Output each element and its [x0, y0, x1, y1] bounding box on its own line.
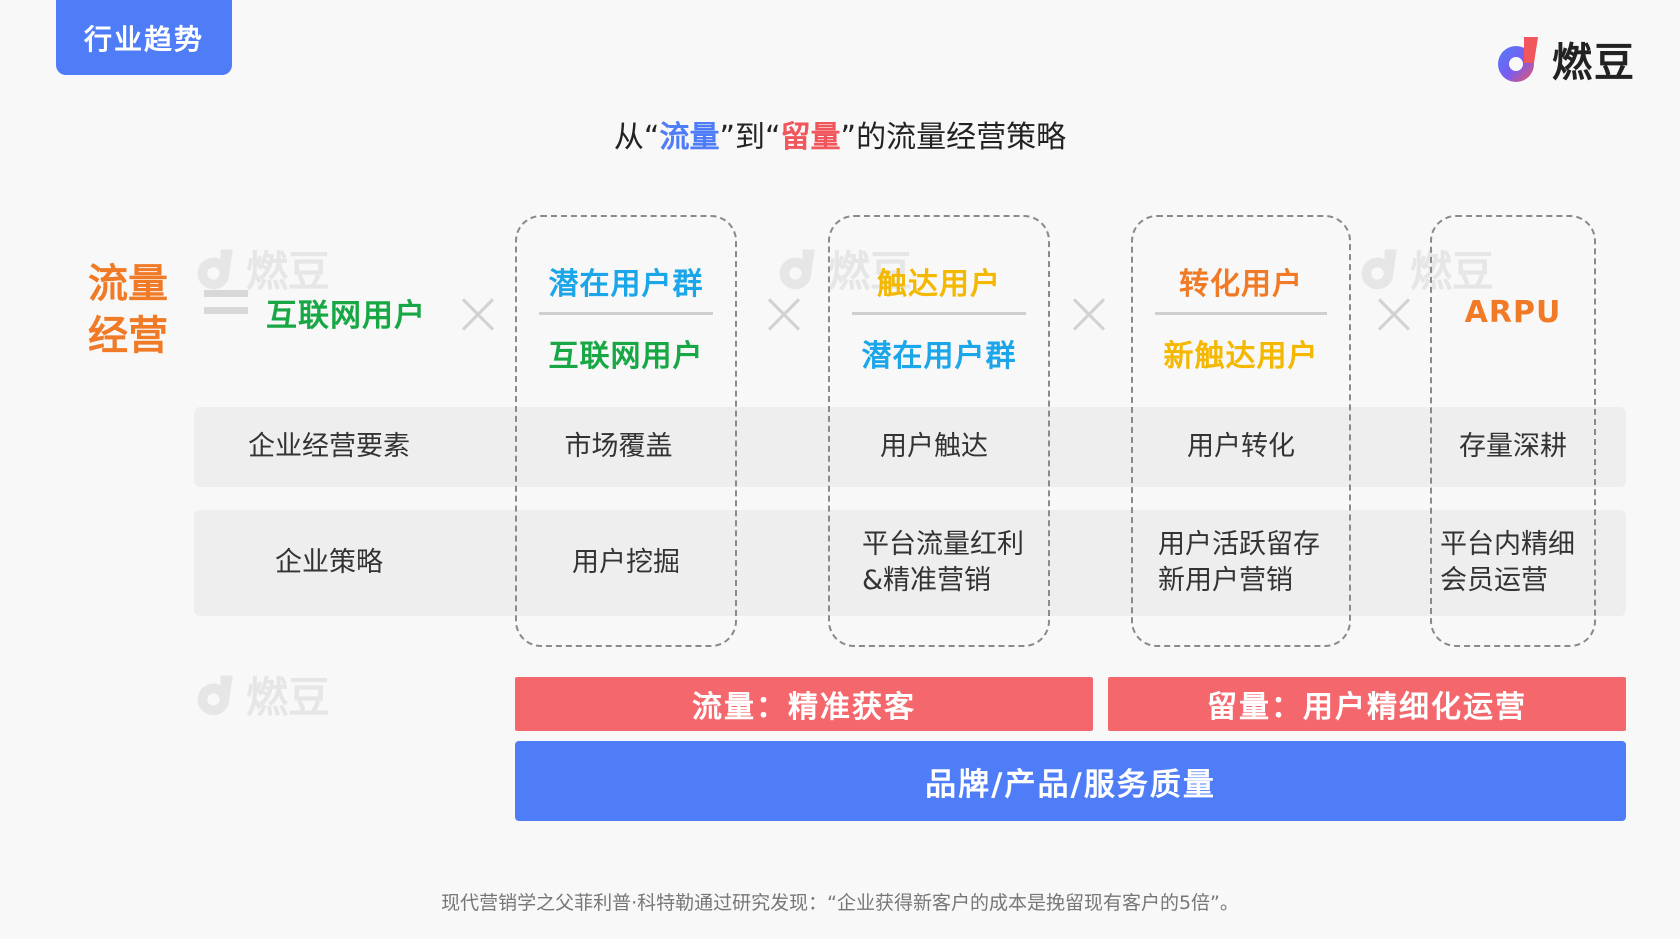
column-3-strategy: 用户活跃留存 新用户营销: [1131, 510, 1351, 616]
title-post: ”的流量经营策略: [840, 120, 1067, 155]
watermark: 燃豆: [194, 664, 330, 725]
watermark: 燃豆: [1358, 238, 1494, 299]
fraction-divider: [852, 312, 1026, 315]
column-3-numerator: 转化用户: [1179, 267, 1303, 302]
row-band-strategy: [194, 510, 1626, 616]
column-1-strategy-line1: 用户挖掘: [572, 547, 680, 578]
column-2-element: 用户触达: [880, 431, 988, 462]
column-4-strategy: 平台内精细 会员运营: [1430, 510, 1596, 616]
footnote: 现代营销学之父菲利普·科特勒通过研究发现：“企业获得新客户的成本是挽留现有客户的…: [441, 892, 1239, 914]
multiply-icon: ×: [1063, 276, 1115, 349]
column-1-element: 市场覆盖: [564, 431, 673, 462]
formula-base-term: 互联网用户: [266, 298, 426, 334]
column-2-strategy-line2: &精准营销: [862, 565, 992, 596]
column-box-4: ARPU: [1430, 215, 1596, 647]
column-4-element: 存量深耕: [1459, 431, 1567, 462]
multiply-icon: ×: [758, 276, 810, 349]
logo-text: 燃豆: [1552, 40, 1636, 86]
title-retention-word: 留量: [780, 120, 841, 155]
watermark-logo-icon: [197, 249, 233, 289]
equals-sign-icon: [204, 290, 248, 324]
watermark-text: 燃豆: [246, 247, 331, 296]
traffic-operation-line1: 流量: [88, 261, 168, 307]
fraction-divider: [539, 312, 713, 315]
column-4-strategy-line2: 会员运营: [1440, 565, 1548, 596]
watermark: 燃豆: [776, 238, 912, 299]
column-2-denominator: 潜在用户群: [861, 339, 1017, 374]
watermark-text: 燃豆: [246, 673, 331, 722]
traffic-operation-line2: 经营: [88, 313, 168, 359]
watermark: 燃豆: [194, 238, 330, 299]
watermark-text: 燃豆: [828, 247, 913, 296]
column-3-denominator: 新触达用户: [1163, 339, 1319, 374]
watermark-logo-icon: [779, 249, 815, 289]
watermark-text: 燃豆: [1410, 247, 1495, 296]
column-box-2: 触达用户 潜在用户群: [828, 215, 1050, 647]
randou-logo-icon: [1498, 37, 1538, 82]
row-band-elements: [194, 407, 1626, 487]
title-pre: 从“: [613, 120, 660, 155]
column-1-denominator: 互联网用户: [548, 339, 704, 374]
title-traffic-word: 流量: [659, 120, 720, 155]
traffic-acquisition-bar: 流量：精准获客: [515, 677, 1093, 731]
title-mid: ”到“: [719, 120, 781, 155]
retention-operation-bar: 留量：用户精细化运营: [1108, 677, 1626, 731]
page-title: 从“流量”到“留量”的流量经营策略: [0, 112, 1680, 156]
row-label-strategy: 企业策略: [275, 547, 383, 578]
column-4-multiplier: ARPU: [1464, 295, 1562, 330]
column-box-3: 转化用户 新触达用户: [1131, 215, 1351, 647]
column-4-strategy-line1: 平台内精细: [1440, 529, 1575, 560]
watermark-logo-icon: [197, 675, 233, 715]
column-2-strategy: 平台流量红利 &精准营销: [828, 510, 1050, 616]
row-label-elements: 企业经营要素: [248, 431, 410, 462]
section-tag: 行业趋势: [56, 0, 232, 75]
watermark-logo-icon: [1361, 249, 1397, 289]
fraction-divider: [1155, 312, 1327, 315]
column-3-strategy-line2: 新用户营销: [1158, 565, 1293, 596]
multiply-icon: ×: [452, 276, 504, 349]
column-1-strategy: 用户挖掘: [515, 510, 737, 616]
multiply-icon: ×: [1368, 276, 1420, 349]
column-1-numerator: 潜在用户群: [548, 267, 704, 302]
column-3-strategy-line1: 用户活跃留存: [1158, 529, 1320, 560]
column-3-element: 用户转化: [1187, 431, 1295, 462]
column-2-strategy-line1: 平台流量红利: [862, 529, 1024, 560]
column-2-numerator: 触达用户: [877, 267, 1001, 302]
column-box-1: 潜在用户群 互联网用户: [515, 215, 737, 647]
traffic-operation-label: 流量 经营: [88, 258, 184, 362]
brand-logo: 燃豆: [1494, 30, 1636, 88]
brand-quality-bar: 品牌/产品/服务质量: [515, 741, 1626, 821]
